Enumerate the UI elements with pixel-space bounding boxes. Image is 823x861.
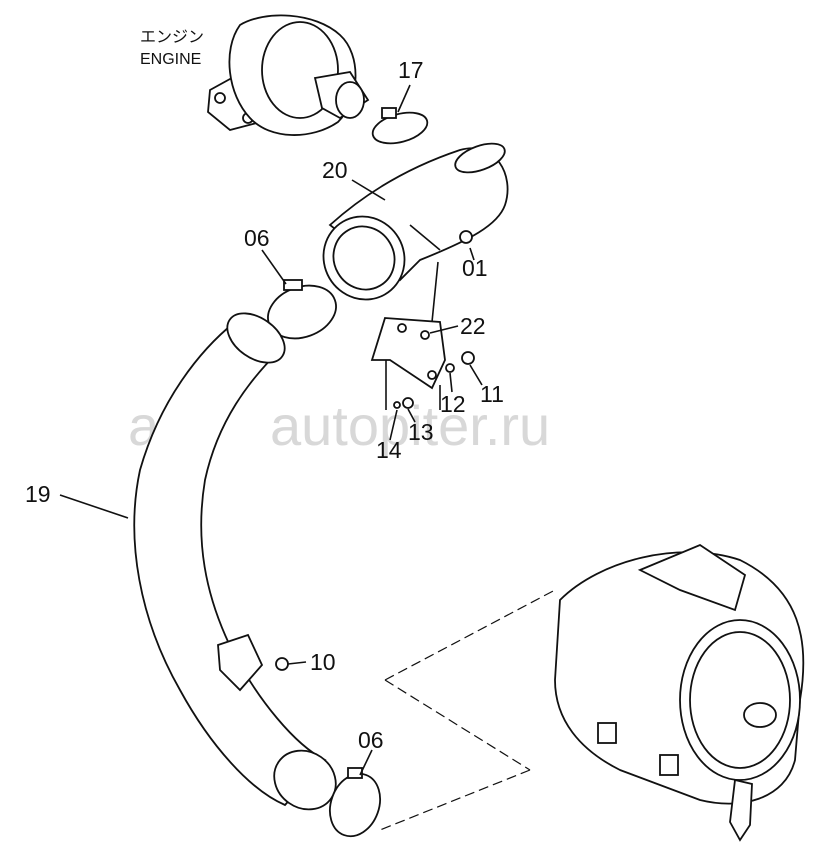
air-cleaner (554, 543, 805, 842)
hose-clamp-17 (371, 107, 429, 145)
leader-lines (59, 84, 483, 776)
engine-turbo (207, 14, 370, 136)
engine-label-en: ENGINE (140, 51, 201, 68)
callout-10: 10 (310, 649, 336, 675)
callout-14: 14 (376, 437, 402, 463)
elbow-duct-20 (322, 142, 509, 301)
intake-hose-19 (133, 312, 337, 811)
air-cleaner-connection-lines (379, 589, 556, 831)
callout-06-lower: 06 (358, 727, 384, 753)
callout-19: 19 (25, 481, 51, 507)
engine-label-jp: エンジン (140, 29, 204, 46)
bolt-10-icon (275, 657, 289, 671)
callout-12: 12 (440, 391, 466, 417)
callout-22: 22 (460, 313, 486, 339)
bracket-22 (370, 261, 475, 410)
callout-06-upper: 06 (244, 225, 270, 251)
washer-12-icon (445, 363, 455, 373)
callout-17: 17 (398, 57, 424, 83)
callout-13: 13 (408, 419, 434, 445)
callout-11: 11 (480, 381, 504, 407)
bolt-13-icon (402, 397, 414, 409)
washer-14-icon (393, 401, 401, 409)
hose-clamp-06-lower (329, 767, 381, 838)
callout-01: 01 (462, 255, 488, 281)
callout-20: 20 (322, 157, 348, 183)
bolt-11-icon (461, 351, 475, 365)
